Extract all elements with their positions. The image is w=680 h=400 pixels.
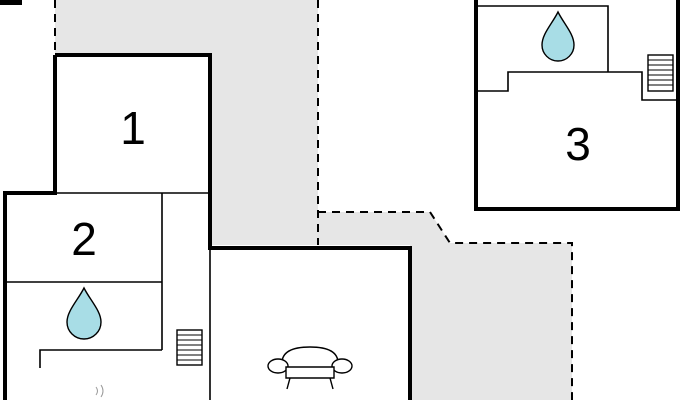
annex-inner-wall [476, 5, 678, 101]
building-inner-wall [5, 192, 211, 400]
terrace-area-upper [55, 0, 318, 245]
room-label-3: 3 [565, 118, 591, 170]
annex-outer-wall [474, 0, 680, 211]
sofa-icon [267, 346, 353, 390]
terrace-boundary-lower [318, 211, 573, 400]
decorative-mark [95, 384, 104, 398]
water-drop-icon [541, 10, 575, 62]
water-drop-icon [66, 286, 102, 340]
room-label-1: 1 [120, 102, 146, 154]
wall-fragment [0, 0, 22, 5]
terrace-area-lower [318, 212, 572, 400]
stairs-icon [647, 54, 674, 92]
room-label-2: 2 [71, 213, 97, 265]
stairs-icon [176, 329, 203, 366]
